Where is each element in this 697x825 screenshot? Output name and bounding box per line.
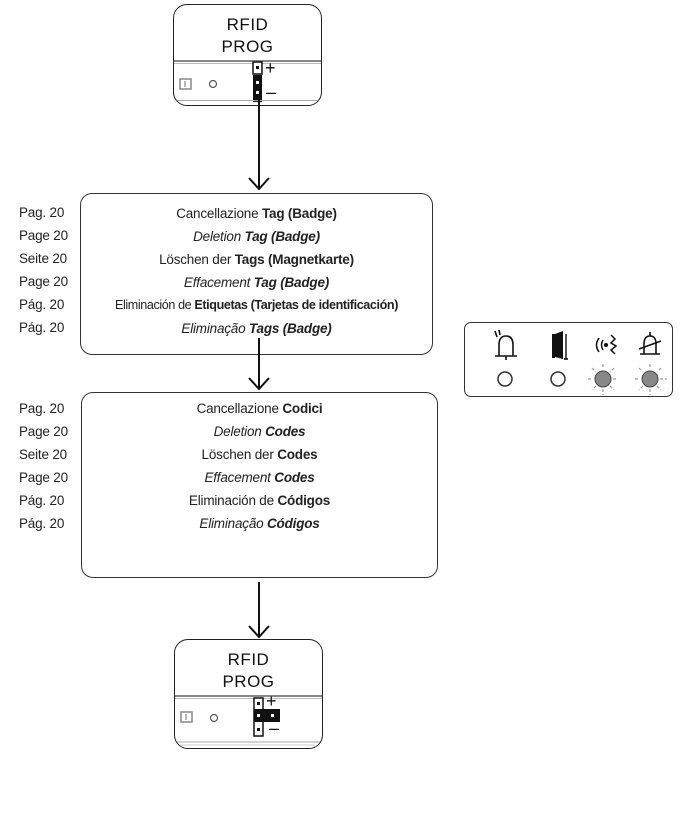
flow-arrow-1 (248, 100, 270, 191)
led-indicator-panel (464, 322, 673, 397)
module-hardware: + – (179, 58, 276, 102)
module-divider (174, 60, 321, 62)
led-2 (550, 371, 566, 387)
module-bottom-line (174, 100, 321, 101)
line-de: Löschen der Tags (Magnetkarte) (81, 252, 432, 267)
line-term: Tags (Badge) (248, 321, 332, 336)
line-term: Tag (Badge) (261, 206, 337, 221)
line-term: Códigos (267, 516, 320, 531)
line-text: Eliminación de (188, 493, 278, 508)
jumper-plus-label: + (265, 58, 276, 78)
line-term: Codes (265, 424, 306, 439)
line-term: Codes (277, 447, 318, 462)
module-label-rfid: RFID (226, 15, 269, 34)
jumper-minus-label: – (269, 718, 279, 738)
page-ref: Pag. 20 (19, 401, 65, 416)
connector-icon (179, 78, 192, 90)
deletion-tags-box: Cancellazione Tag (Badge) Deletion Tag (… (80, 193, 433, 355)
line-fr: Effacement Tag (Badge) (81, 275, 432, 290)
line-term: Codes (274, 470, 315, 485)
jumper-minus-label: – (266, 82, 276, 102)
jumper-position-minus (252, 61, 263, 102)
page-ref: Seite 20 (19, 251, 67, 266)
line-term: Codici (282, 401, 323, 416)
line-en: Deletion Codes (82, 424, 437, 439)
module-hardware: + – (175, 691, 322, 746)
page-ref: Pág. 20 (19, 297, 65, 312)
page-ref: Page 20 (19, 228, 68, 243)
page-ref: Pág. 20 (19, 320, 65, 335)
line-text: Effacement (183, 275, 254, 290)
module-label-prog: PROG (221, 37, 274, 56)
page-ref: Pág. 20 (19, 516, 65, 531)
line-text: Eliminação (199, 516, 267, 531)
led-1 (497, 371, 513, 387)
person-speaking-icon (595, 334, 618, 355)
line-text: Löschen der (159, 252, 235, 267)
module-led (209, 713, 219, 723)
page-ref: Page 20 (19, 424, 68, 439)
line-es: Eliminación de Etiquetas (Tarjetas de id… (81, 298, 432, 312)
line-text: Effacement (204, 470, 275, 485)
line-term: Tag (Badge) (244, 229, 321, 244)
module-divider (175, 695, 322, 697)
page-ref: Seite 20 (19, 447, 67, 462)
page-ref: Pag. 20 (19, 205, 65, 220)
led-4-blinking (635, 364, 667, 395)
page-ref: Page 20 (19, 470, 68, 485)
module-led (208, 79, 218, 89)
line-text: Deletion (193, 229, 245, 244)
line-en: Deletion Tag (Badge) (81, 229, 432, 244)
line-text: Löschen der (201, 447, 278, 462)
line-text: Eliminação (181, 321, 249, 336)
module-label-rfid: RFID (227, 650, 270, 669)
line-term: Códigos (277, 493, 331, 508)
module-label-prog: PROG (222, 672, 275, 691)
bell-sound-icon (494, 329, 517, 360)
deletion-codes-box: Cancellazione Codici Deletion Codes Lösc… (81, 392, 438, 578)
connector-icon (180, 711, 193, 723)
line-term: Tag (Badge) (253, 275, 330, 290)
page-ref: Pág. 20 (19, 493, 65, 508)
line-it: Cancellazione Tag (Badge) (81, 206, 432, 221)
led-3-blinking (588, 364, 618, 395)
line-it: Cancellazione Codici (82, 401, 437, 416)
line-fr: Effacement Codes (82, 470, 437, 485)
line-pt: Eliminação Códigos (82, 516, 437, 531)
jumper-position-bridged (253, 697, 280, 737)
line-de: Löschen der Codes (82, 447, 437, 462)
module-divider-2 (174, 63, 321, 64)
line-term: Etiquetas (Tarjetas de identificación) (194, 298, 398, 312)
module-divider-2 (175, 698, 322, 699)
line-text: Cancellazione (196, 401, 283, 416)
bell-off-icon (638, 332, 662, 355)
rfid-prog-module-top: RFID PROG + – (173, 4, 322, 106)
door-icon (552, 331, 568, 360)
flow-arrow-2 (248, 338, 270, 391)
line-text: Eliminación de (114, 298, 195, 312)
line-text: Deletion (213, 424, 266, 439)
line-text: Cancellazione (176, 206, 262, 221)
rfid-prog-module-bottom: RFID PROG + – (174, 639, 323, 749)
flow-arrow-3 (248, 582, 270, 639)
page-ref: Page 20 (19, 274, 68, 289)
line-pt: Eliminação Tags (Badge) (81, 321, 432, 336)
jumper-plus-label: + (266, 691, 277, 711)
line-term: Tags (Magnetkarte) (234, 252, 354, 267)
line-es: Eliminación de Códigos (82, 493, 437, 508)
